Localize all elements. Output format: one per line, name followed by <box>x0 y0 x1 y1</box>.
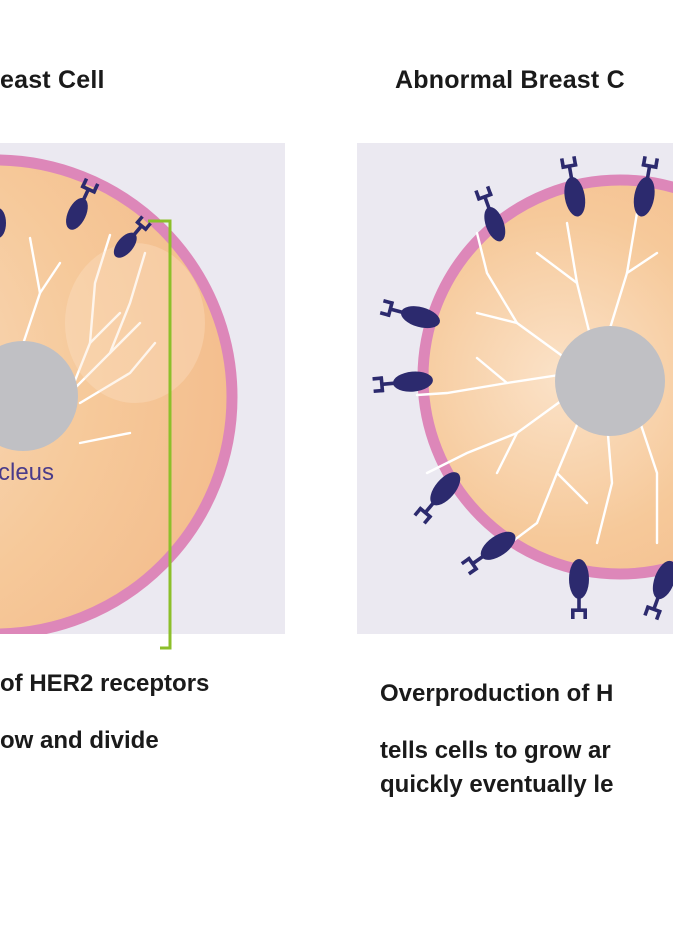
right-panel-title: Abnormal Breast C <box>395 66 625 94</box>
abnormal-cell-panel <box>357 143 673 634</box>
her2-receptor-icon <box>413 472 461 525</box>
her2-receptor-icon <box>633 155 660 217</box>
left-caption-line-2: ow and divide <box>0 727 159 754</box>
her2-receptor-icon <box>113 215 152 258</box>
receptor-pointer-line <box>148 219 172 650</box>
right-caption-line-1: Overproduction of H <box>380 680 614 707</box>
her2-receptor-icon <box>460 531 516 576</box>
her2-receptor-icon <box>66 177 100 230</box>
right-caption-line-2: tells cells to grow ar <box>380 737 611 764</box>
nucleus <box>555 326 665 436</box>
left-panel-title: east Cell <box>0 66 105 94</box>
nucleus <box>0 341 78 451</box>
her2-receptor-icon <box>569 559 589 619</box>
left-caption-line-1: of HER2 receptors <box>0 670 210 697</box>
right-caption-line-3: quickly eventually le <box>380 771 614 798</box>
abnormal-cell-diagram <box>372 155 673 621</box>
signal-pathways <box>18 233 157 445</box>
her2-receptor-icon <box>643 560 673 621</box>
cell-membrane <box>0 154 238 634</box>
her2-receptors <box>372 155 673 621</box>
her2-receptor-icon <box>379 299 440 329</box>
signal-pathways <box>415 211 659 555</box>
her2-receptor-icon <box>474 185 506 242</box>
her2-receptors <box>0 177 152 258</box>
her2-receptor-icon <box>372 371 433 394</box>
nucleus-label: cleus <box>0 459 54 486</box>
her2-receptor-icon <box>559 155 586 217</box>
her2-receptor-partial <box>0 208 6 238</box>
